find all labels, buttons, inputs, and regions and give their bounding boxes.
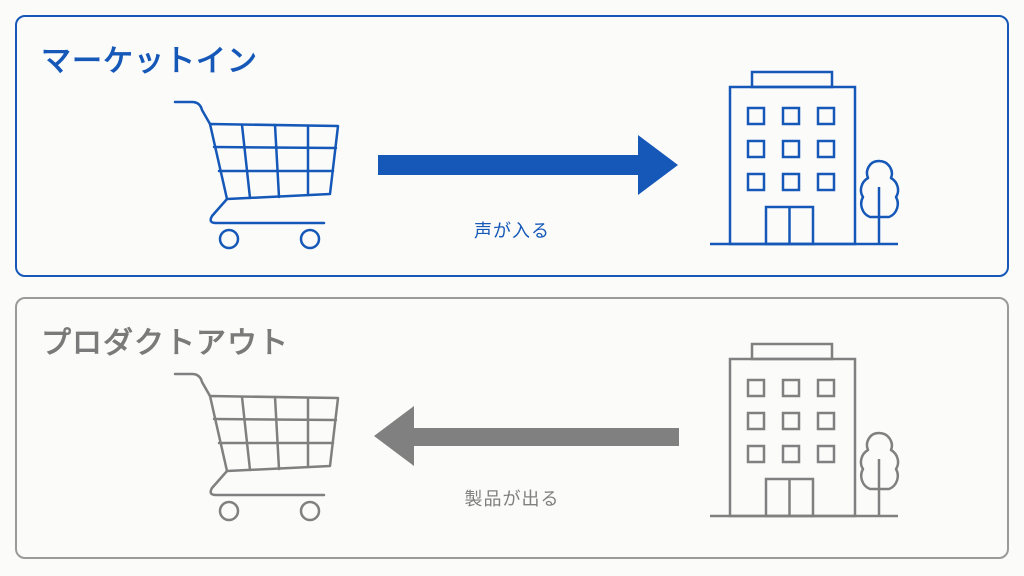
office-building-icon [710, 71, 900, 246]
office-building-icon [710, 343, 900, 518]
market-in-panel: マーケットイン 声が入る [15, 15, 1009, 277]
tree-icon [857, 157, 902, 247]
arrow-right-icon [378, 135, 678, 195]
arrow-left-icon [374, 406, 679, 466]
shopping-cart-icon [172, 99, 347, 254]
market-in-title: マーケットイン [41, 44, 258, 79]
product-out-flow-label: 製品が出る [464, 489, 560, 510]
product-out-panel: プロダクトアウト 製品が出る [15, 297, 1009, 559]
market-in-flow-label: 声が入る [474, 221, 550, 242]
product-out-title: プロダクトアウト [41, 326, 289, 361]
shopping-cart-icon [172, 371, 347, 526]
tree-icon [857, 429, 902, 519]
